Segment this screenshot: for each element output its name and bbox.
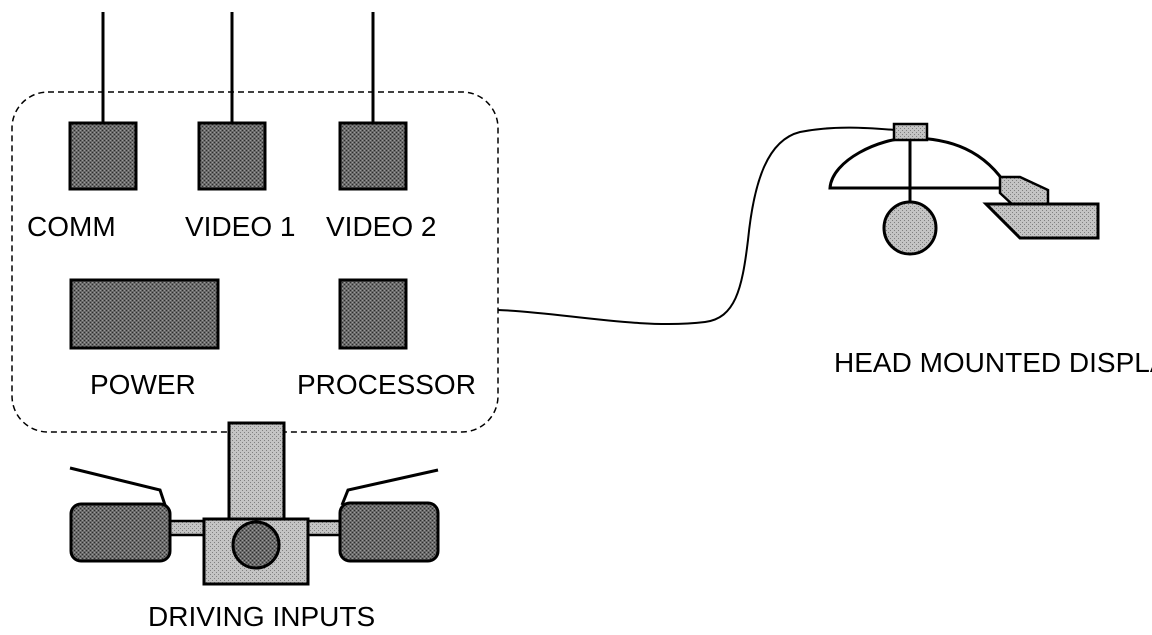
steering-column xyxy=(227,421,286,524)
hmd-cable xyxy=(497,126,896,326)
video2-module xyxy=(338,121,408,191)
comm-module xyxy=(68,121,138,191)
hmd-label: HEAD MOUNTED DISPLAY xyxy=(834,347,1152,378)
hmd-visor-bracket xyxy=(998,175,1050,208)
driving-inputs-label: DRIVING INPUTS xyxy=(148,601,375,632)
video2-label: VIDEO 2 xyxy=(326,211,436,242)
power-label: POWER xyxy=(90,369,196,400)
processor-module xyxy=(338,278,408,350)
right-brake-lever xyxy=(340,468,439,506)
right-grip xyxy=(338,501,440,563)
left-grip xyxy=(69,502,172,563)
left-brake-lever xyxy=(69,466,167,506)
hmd-headband xyxy=(828,136,1011,190)
driving-inputs xyxy=(69,421,440,586)
hmd-earpiece xyxy=(882,200,938,256)
comm-label: COMM xyxy=(27,211,116,242)
hmd-top-pad xyxy=(892,122,929,142)
video1-module xyxy=(197,121,267,191)
head-mounted-display xyxy=(828,122,1100,256)
power-module xyxy=(69,278,220,350)
processor-label: PROCESSOR xyxy=(297,369,476,400)
video1-label: VIDEO 1 xyxy=(185,211,295,242)
hmd-display-unit xyxy=(982,202,1100,240)
hub-knob xyxy=(231,520,281,570)
